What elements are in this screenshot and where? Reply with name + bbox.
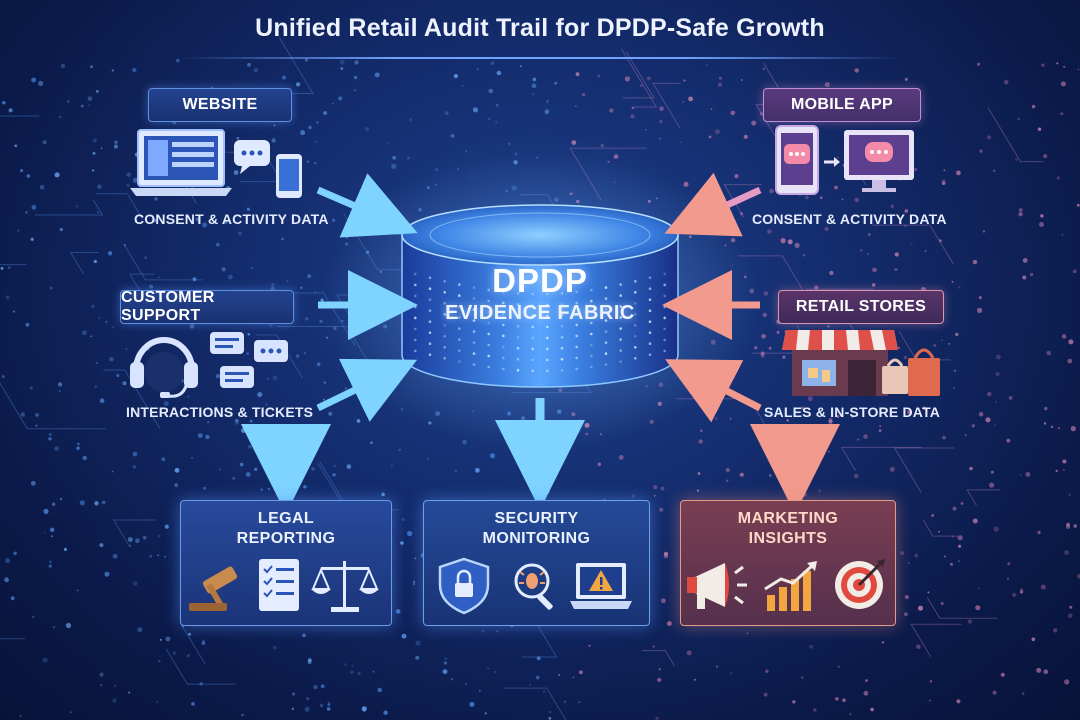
title-underline (180, 57, 900, 59)
marketing-panel-line1: MARKETING (737, 510, 839, 527)
outbound-arrows (241, 398, 840, 514)
bug-search-icon (514, 563, 553, 610)
laptop-warning-icon (570, 563, 632, 609)
gavel-icon (189, 566, 238, 611)
hub-subtitle: EVIDENCE FABRIC (445, 302, 635, 324)
website-icons (130, 129, 302, 198)
mobile-app-label: MOBILE APP (763, 88, 921, 122)
website-caption: CONSENT & ACTIVITY DATA (134, 211, 329, 227)
security-panel-line1: SECURITY (494, 510, 579, 527)
growth-chart-icon (764, 561, 817, 611)
retail-stores-caption: SALES & IN-STORE DATA (764, 404, 941, 420)
shield-lock-icon (438, 557, 490, 615)
security-icons (438, 557, 632, 615)
megaphone-icon (687, 563, 747, 609)
arrow-app-to-hub (664, 172, 762, 237)
mobile-app-caption: CONSENT & ACTIVITY DATA (752, 211, 947, 227)
hub-title: DPDP (492, 262, 588, 299)
retail-stores-icons (782, 330, 940, 396)
headset-icon (130, 337, 198, 398)
phone-icon (276, 154, 302, 198)
monitor-chat-icon (844, 130, 914, 192)
retail-stores-label: RETAIL STORES (778, 290, 944, 324)
mobile-app-icons (775, 125, 914, 195)
checklist-icon (259, 559, 299, 611)
chat-bubble-icon (234, 140, 270, 174)
chat-bubbles-icon (210, 332, 288, 388)
customer-support-caption: INTERACTIONS & TICKETS (126, 404, 314, 420)
marketing-panel-line2: INSIGHTS (748, 530, 828, 547)
marketing-icons (687, 559, 885, 611)
legal-icons (189, 559, 379, 612)
laptop-icon (130, 129, 232, 196)
page-title: Unified Retail Audit Trail for DPDP-Safe… (255, 14, 825, 42)
arrow-stores2-to-hub (665, 359, 762, 423)
inbound-arrows (316, 172, 762, 423)
target-icon (835, 559, 885, 609)
legal-reporting-panel: LEGAL REPORTING (180, 500, 392, 626)
phone-chat-icon (775, 125, 819, 195)
customer-support-label: CUSTOMER SUPPORT (120, 289, 294, 324)
website-label: WEBSITE (148, 88, 292, 122)
legal-panel-line2: REPORTING (236, 530, 336, 547)
arrow-support2-to-hub (316, 358, 418, 422)
storefront-icon (782, 330, 898, 396)
arrow-website-to-hub (316, 173, 418, 238)
shopping-bag-icon (882, 348, 940, 396)
scales-icon (311, 561, 379, 612)
security-panel-line2: MONITORING (482, 530, 591, 547)
legal-panel-line1: LEGAL (257, 510, 315, 527)
marketing-insights-panel: MARKETING INSIGHTS (680, 500, 896, 626)
hub-cylinder (401, 204, 679, 388)
customer-support-icons (130, 332, 288, 398)
security-monitoring-panel: SECURITY MONITORING (423, 500, 650, 626)
